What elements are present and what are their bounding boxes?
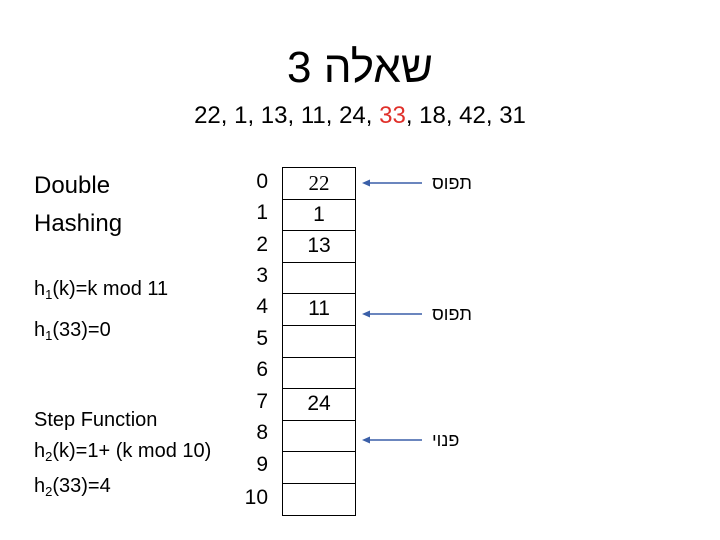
table-cell: 13 (283, 231, 355, 263)
fn-name: h (34, 440, 46, 462)
slot-status-note: תפוס (432, 173, 472, 193)
table-cell: 24 (283, 389, 355, 421)
slot-index: 10 (244, 486, 268, 509)
table-cell (283, 452, 355, 484)
slot-index: 5 (256, 327, 268, 350)
fn-body: (33)=0 (52, 319, 111, 341)
fn-body: (k)=1+ (k mod 10) (52, 440, 212, 462)
table-cell: 1 (283, 200, 355, 232)
slot-status-note: פנוי (432, 430, 460, 450)
table-cell (283, 326, 355, 358)
fn-subscript: 2 (45, 484, 53, 499)
fn-body: (33)=4 (52, 475, 111, 497)
fn-body: (k)=k mod 11 (52, 278, 169, 300)
method-label-line1: Double (34, 172, 111, 199)
fn-subscript: 2 (45, 449, 53, 464)
slot-index: 9 (256, 453, 268, 476)
arrow-icon (362, 436, 422, 444)
slot-index: 4 (256, 295, 268, 318)
slot-index: 1 (256, 201, 268, 224)
fn-name: h (34, 278, 46, 300)
table-cell (283, 484, 355, 516)
fn-name: h (34, 319, 46, 341)
table-cell: 22 (283, 168, 355, 200)
table-cell (283, 263, 355, 295)
slot-index: 0 (256, 170, 268, 193)
sequence-before: 22, 1, 13, 11, 24, (194, 102, 380, 129)
arrow-icon (362, 179, 422, 187)
fn-subscript: 1 (45, 287, 53, 302)
h2-definition: h2(k)=1+ (k mod 10) (34, 437, 211, 465)
sequence-highlight: 33 (379, 102, 406, 129)
arrow-icon (362, 310, 422, 318)
h2-value: h2(33)=4 (34, 472, 111, 500)
step-function-label: Step Function (34, 409, 158, 431)
table-cell: 11 (283, 294, 355, 326)
method-label-line2: Hashing (34, 210, 123, 237)
key-sequence: 22, 1, 13, 11, 24, 33, 18, 42, 31 (0, 100, 720, 132)
slot-index: 2 (256, 233, 268, 256)
slide-title: שאלה 3 (287, 43, 433, 92)
fn-subscript: 1 (45, 328, 53, 343)
slot-index: 3 (256, 264, 268, 287)
fn-name: h (34, 475, 46, 497)
slot-index: 6 (256, 358, 268, 381)
table-cell (283, 358, 355, 390)
slot-status-note: תפוס (432, 304, 472, 324)
slot-index: 8 (256, 421, 268, 444)
table-cell (283, 421, 355, 453)
sequence-after: , 18, 42, 31 (405, 102, 526, 129)
h1-value: h1(33)=0 (34, 316, 111, 344)
slot-index: 7 (256, 390, 268, 413)
h1-definition: h1(k)=k mod 11 (34, 275, 168, 303)
